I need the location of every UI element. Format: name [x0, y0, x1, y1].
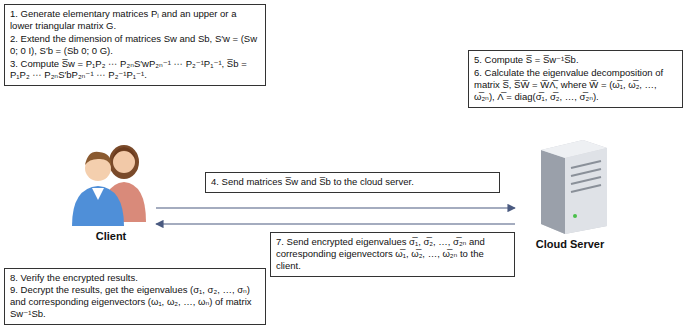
server-actor: Cloud Server	[515, 136, 625, 250]
step-text: 4. Send matrices S̅w and S̅b to the clou…	[211, 176, 494, 188]
actor-label: Cloud Server	[515, 238, 625, 250]
server-icon	[527, 136, 613, 236]
message-arrow	[156, 223, 515, 224]
step-text: 7. Send encrypted eigenvalues σ̅₁, σ̅₂, …	[276, 236, 509, 272]
steps-box: 8. Verify the encrypted results.9. Decry…	[4, 268, 266, 326]
steps-box: 5. Compute S̅ = S̅w⁻¹S̅b.6. Calculate th…	[468, 50, 683, 108]
message-box: 4. Send matrices S̅w and S̅b to the clou…	[205, 172, 500, 193]
step-text: 9. Decrypt the results, get the eigenval…	[10, 284, 260, 320]
message-arrow	[156, 207, 515, 208]
step-text: 8. Verify the encrypted results.	[10, 272, 260, 284]
actor-label: Client	[66, 230, 156, 242]
client-actor: Client	[66, 132, 156, 242]
step-text: 5. Compute S̅ = S̅w⁻¹S̅b.	[474, 54, 677, 66]
step-text: 1. Generate elementary matrices Pᵢ and a…	[10, 8, 260, 32]
step-text: 2. Extend the dimension of matrices Sw a…	[10, 33, 260, 57]
step-text: 6. Calculate the eigenvalue decompositio…	[474, 67, 677, 103]
steps-box: 1. Generate elementary matrices Pᵢ and a…	[4, 4, 266, 86]
message-box: 7. Send encrypted eigenvalues σ̅₁, σ̅₂, …	[270, 232, 515, 277]
client-icon	[68, 132, 154, 228]
step-text: 3. Compute S̅w = P₁P₂ ⋯ P₂ₙS′wP₂ₙ⁻¹ ⋯ P₂…	[10, 58, 260, 82]
